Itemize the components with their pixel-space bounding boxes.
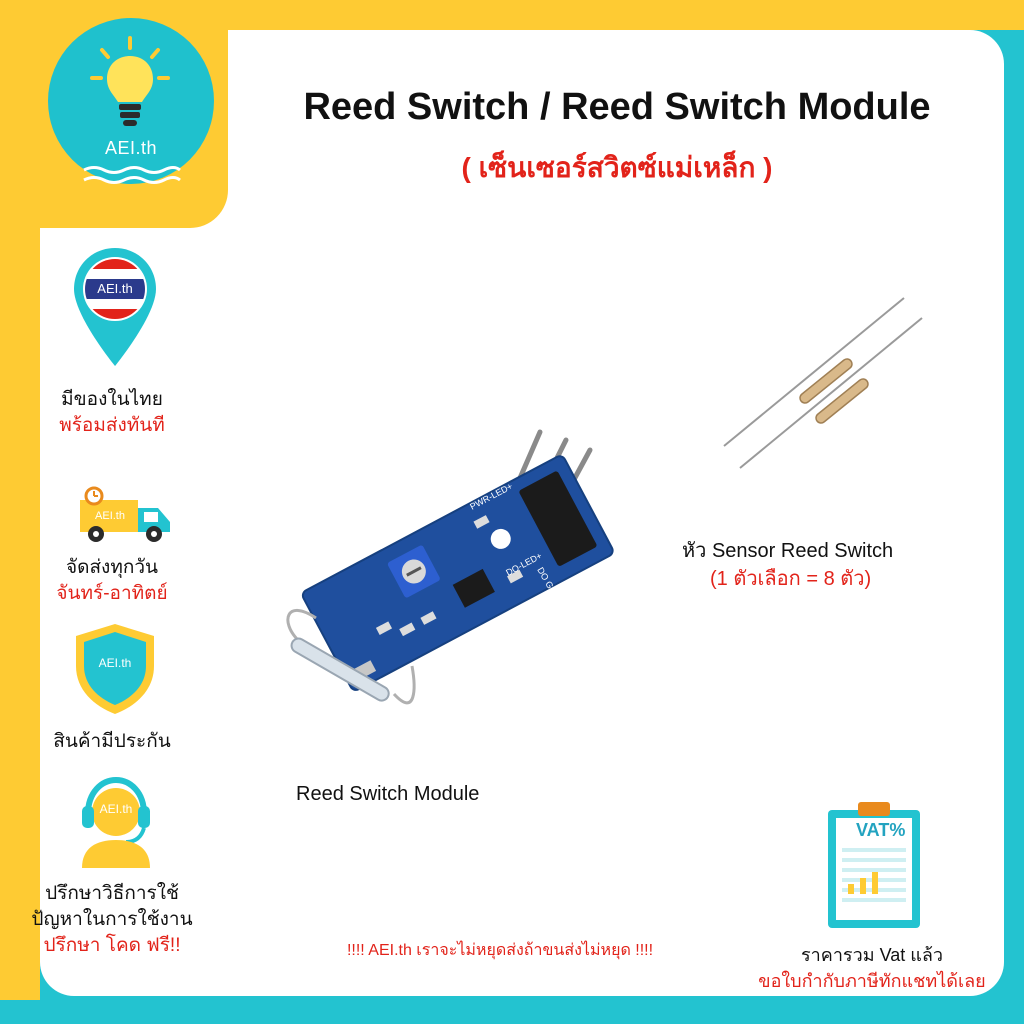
light-bulb-icon — [90, 36, 170, 126]
badge-watermark: AEI.th — [98, 656, 132, 670]
sidebar-item-daily-delivery: จัดส่งทุกวัน — [65, 557, 159, 578]
sidebar-item-ship-now: พร้อมส่งทันที — [59, 415, 165, 436]
vat-badge: VAT% — [856, 820, 906, 840]
map-pin-thai-flag-icon — [74, 248, 156, 366]
sidebar-item-in-thailand: มีของในไทย — [61, 389, 163, 410]
sidebar-item-consult-usage: ปรึกษาวิธีการใช้ — [45, 883, 179, 904]
delivery-truck-icon — [80, 486, 170, 542]
sensor-quantity-note: (1 ตัวเลือก = 8 ตัว) — [710, 568, 872, 590]
sensor-caption: หัว Sensor Reed Switch — [682, 540, 894, 562]
tax-invoice-note: ขอใบกำกับภาษีทักแชทได้เลย — [758, 971, 986, 991]
logo-wave-decoration — [83, 166, 181, 184]
sidebar-item-usage-problems: ปัญหาในการใช้งาน — [31, 909, 193, 930]
brand-logo-text: AEI.th — [104, 138, 158, 158]
vat-included-label: ราคารวม Vat แล้ว — [801, 945, 943, 965]
sidebar-item-mon-sun: จันทร์-อาทิตย์ — [56, 583, 168, 604]
reed-switch-sensor-image — [723, 297, 923, 469]
footer-note: !!!! AEI.th เราจะไม่หยุดส่งถ้าขนส่งไม่หย… — [346, 942, 654, 959]
badge-watermark: AEI.th — [95, 510, 125, 522]
sidebar-item-warranty: สินค้ามีประกัน — [53, 731, 171, 752]
badge-watermark: AEI.th — [99, 802, 133, 816]
reed-switch-module-image: DO GND VCC PWR-LED+ DO-LED+ — [286, 429, 614, 705]
vat-clipboard-icon — [828, 802, 920, 928]
sidebar-item-free-code: ปรึกษา โคด ฟรี!! — [43, 935, 181, 956]
headset-support-icon — [82, 776, 150, 868]
page-title: Reed Switch / Reed Switch Module — [303, 86, 931, 128]
badge-watermark: AEI.th — [97, 281, 133, 296]
module-caption: Reed Switch Module — [296, 783, 480, 805]
page-subtitle: ( เซ็นเซอร์สวิตซ์แม่เหล็ก ) — [461, 152, 773, 183]
shield-icon — [76, 624, 154, 714]
